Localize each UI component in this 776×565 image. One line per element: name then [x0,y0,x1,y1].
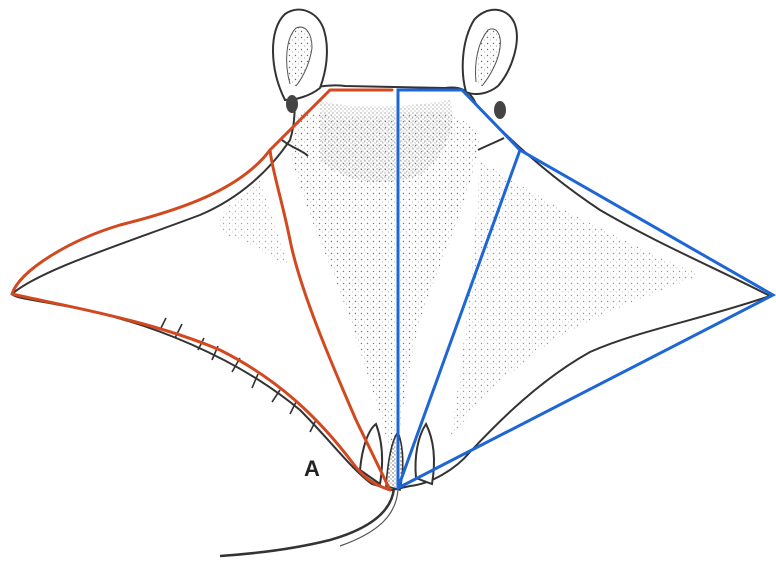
panel-label: A [304,456,320,482]
tail-inner-line [340,490,398,546]
right-eye [494,101,506,119]
left-eye [286,95,298,113]
tail [220,488,394,556]
